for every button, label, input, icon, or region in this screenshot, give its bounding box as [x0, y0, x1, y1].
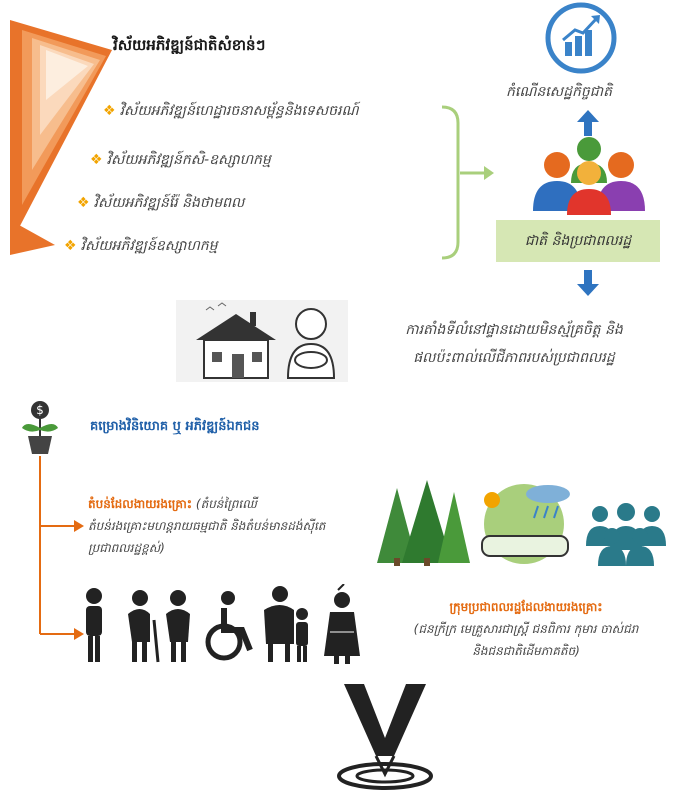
- vulnerable-groups-title: ក្រុមប្រជាពលរដ្ឋដែលងាយរងគ្រោះ: [449, 600, 603, 614]
- money-plant-icon: $: [22, 401, 58, 454]
- sector-label: វិស័យអភិវឌ្ឍន៍កសិ-ឧស្សាហកម្ម: [106, 152, 271, 168]
- house-child-icon: [176, 300, 348, 382]
- vulnerable-groups-desc-2: និងជនជាតិដើមភាគតិច): [472, 644, 580, 658]
- impact-text: ការតាំងទីលំនៅផ្ទានដោយមិនស្ម័គ្រចិត្ត និង…: [359, 316, 669, 372]
- vulnerable-areas-text: តំបន់ដែលងាយរងគ្រោះ (តំបន់ព្រៃឈើ តំបន់រងគ…: [88, 493, 378, 559]
- diamond-bullet-icon: ❖: [77, 195, 90, 211]
- impact-line-1: ការតាំងទីលំនៅផ្ទានដោយមិនស្ម័គ្រចិត្ត និង: [405, 322, 623, 338]
- vulnerable-areas-title: តំបន់ដែលងាយរងគ្រោះ: [88, 497, 193, 511]
- forest-icon: [377, 480, 470, 566]
- up-arrow-icon: [577, 110, 599, 136]
- diamond-bullet-icon: ❖: [90, 152, 103, 168]
- people-group-icon: [533, 137, 645, 215]
- project-connector: [39, 456, 84, 640]
- funnel-icon: [337, 684, 433, 790]
- vulnerable-areas-line-1: តំបន់ដែលងាយរងគ្រោះ (តំបន់ព្រៃឈើ: [88, 493, 378, 515]
- vulnerable-areas-desc-3: ប្រជាពលរដ្ឋខ្ពស់): [88, 541, 165, 555]
- disaster-icon: [481, 484, 570, 564]
- project-title: គម្រោងវិនិយោគ ឬ អភិវឌ្ឍន៍ឯកជន: [90, 419, 260, 434]
- diamond-bullet-icon: ❖: [103, 103, 116, 119]
- sector-item-agro-industry: ❖វិស័យអភិវឌ្ឍន៍កសិ-ឧស្សាហកម្ម: [90, 150, 271, 171]
- sector-item-infrastructure: ❖វិស័យអភិវឌ្ឍន៍ហេដ្ឋារចនាសម្ព័ន្ធនិងទេសច…: [103, 101, 359, 122]
- sector-label: វិស័យអភិវឌ្ឍន៍ហេដ្ឋារចនាសម្ព័ន្ធនិងទេសចរ…: [119, 103, 359, 119]
- sector-item-mining-energy: ❖វិស័យអភិវឌ្ឍន៍រ៉ែ និងថាមពល: [77, 193, 244, 214]
- chart-growth-icon: [545, 2, 617, 74]
- vulnerable-groups-text: ក្រុមប្រជាពលរដ្ឋដែលងាយរងគ្រោះ (ជនក្រីក្រ…: [380, 596, 672, 662]
- crowd-icon: [586, 503, 666, 566]
- sector-item-industry: ❖វិស័យអភិវឌ្ឍន៍ឧស្សាហកម្ម: [64, 236, 218, 257]
- impact-line-2: ផលប៉ះពាល់លើជីភាពរបស់ប្រជាពលរដ្ឋ: [413, 350, 615, 366]
- vulnerable-areas-desc-1: (តំបន់ព្រៃឈើ: [195, 497, 257, 511]
- sector-bracket: [441, 105, 494, 260]
- sector-label: វិស័យអភិវឌ្ឍន៍រ៉ែ និងថាមពល: [93, 195, 245, 211]
- vulnerable-areas-desc-2: តំបន់រងគ្រោះមហន្តរាយធម្មជាតិ និងតំបន់មាន…: [88, 519, 326, 533]
- sector-label: វិស័យអភិវឌ្ឍន៍ឧស្សាហកម្ម: [80, 238, 218, 254]
- sectors-title: វិស័យអភិវឌ្ឍន៍ជាតិសំខាន់ៗ: [113, 36, 266, 54]
- diamond-bullet-icon: ❖: [64, 238, 77, 254]
- nation-box: ជាតិ និងប្រជាពលរដ្ឋ: [496, 220, 660, 262]
- down-arrow-icon: [577, 270, 599, 296]
- sector-fan-graphic: [10, 20, 112, 255]
- vulnerable-groups-desc-1: (ជនក្រីក្រ មេគ្រួសារជាស្ត្រី ជនពិការ កុម…: [413, 622, 639, 636]
- svg-text:$: $: [36, 403, 44, 417]
- growth-label: កំណើនសេដ្ឋកិច្ចជាតិ: [506, 84, 612, 100]
- vulnerable-people-icon: [86, 584, 360, 664]
